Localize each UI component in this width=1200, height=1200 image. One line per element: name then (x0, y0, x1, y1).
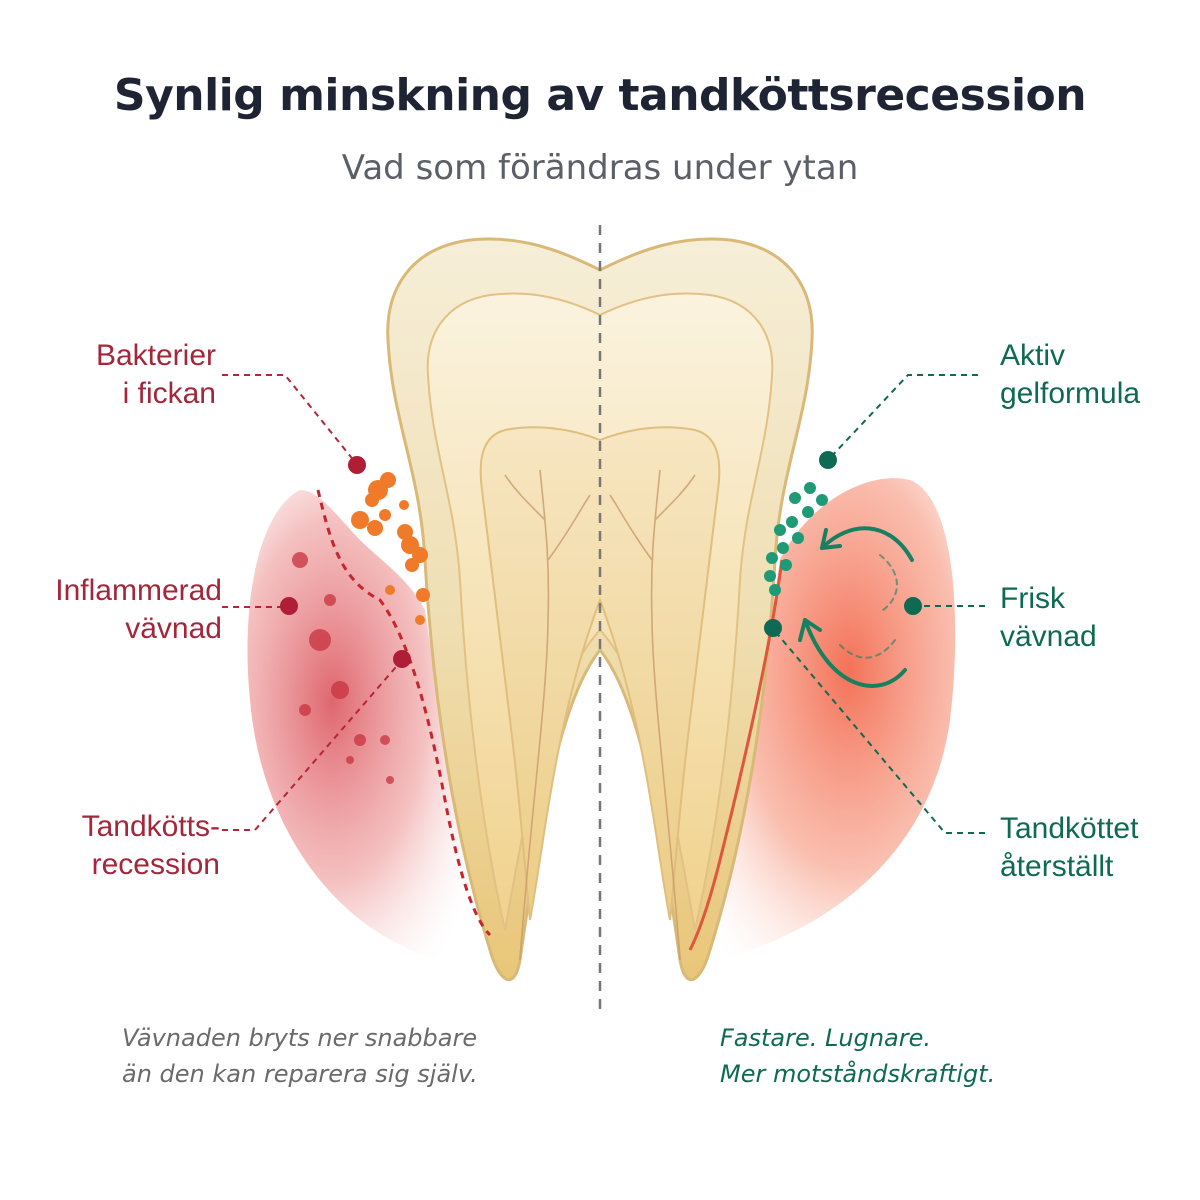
page-title: Synlig minskning av tandköttsrecession (113, 70, 1087, 121)
label-healthy-tissue: Frisk vävnad (1000, 582, 1097, 653)
leader-dots-left (280, 456, 411, 668)
inflammation-spots (292, 552, 394, 784)
label-gum-restored: Tandköttet återställt (1000, 812, 1139, 883)
label-inflamed-tissue: Inflammerad vävnad (55, 574, 222, 645)
gum-edge-left (316, 489, 492, 937)
nerve-lines (504, 469, 696, 961)
gel-dots (764, 482, 828, 596)
label-active-gel: Aktiv gelformula (1000, 339, 1141, 410)
caption-right: Fastare. Lugnare. Mer motståndskraftigt. (720, 1024, 996, 1088)
gum-right-healthy (690, 478, 956, 960)
tooth-pulp (479, 426, 721, 921)
bacteria-clusters (351, 472, 430, 625)
leader-dots-right (764, 451, 922, 637)
label-bacteria-in-pocket: Bakterier i fickan (95, 339, 216, 410)
leader-lines-left (222, 374, 403, 831)
label-gum-recession: Tandkötts- recession (81, 810, 220, 881)
leader-lines-right (773, 374, 985, 834)
gum-left-inflamed (247, 490, 490, 960)
page-subtitle: Vad som förändras under ytan (341, 148, 859, 188)
curved-arrow-icon (798, 526, 914, 688)
caption-left: Vävnaden bryts ner snabbare än den kan r… (122, 1024, 478, 1088)
